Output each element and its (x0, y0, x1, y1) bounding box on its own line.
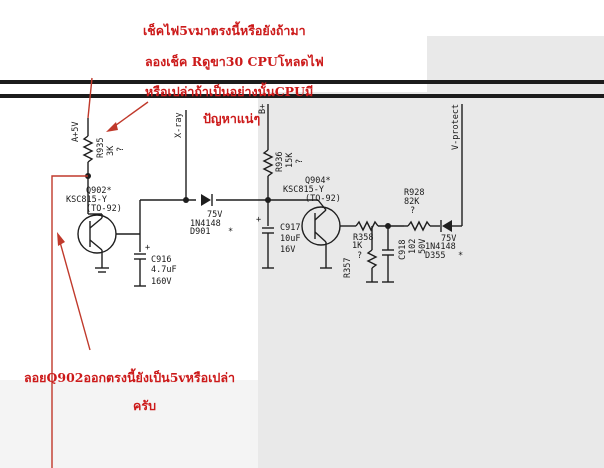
q902-ref: Q902* (86, 186, 112, 196)
bplus-label: B+ (258, 104, 268, 114)
annotation-leader-top (87, 77, 93, 119)
r936-ref: R936 (275, 152, 285, 172)
r928-resistor (407, 220, 431, 232)
d355-volt: 75V (441, 234, 456, 244)
d355-ref: D355 (425, 251, 445, 261)
r936-resistor (262, 149, 274, 177)
vprotect-label: V-protect (451, 104, 461, 150)
d901-part: 1N4148 (190, 219, 221, 229)
d355-part: 1N4148 (425, 242, 456, 252)
r935-note: ? (116, 147, 126, 152)
c916-plus: + (145, 243, 150, 253)
d901-ref: D901 (190, 227, 210, 237)
c916-voltage: 160V (151, 277, 171, 287)
c918-ref: C918 (398, 240, 408, 260)
r357-ref: R357 (343, 258, 353, 278)
r935-resistor (82, 135, 94, 163)
r928-value: 82K (404, 197, 420, 207)
annotation-arrowhead-bottom (57, 232, 65, 246)
annotation-test-line (51, 175, 88, 468)
q902-part: KSC815-Y (66, 195, 107, 205)
note-top-line2: ลองเช็ค Rดูขา30 CPUโหลดไฟ (145, 54, 324, 70)
d355-diode (442, 220, 452, 232)
r358-ref: R358 (353, 233, 373, 243)
annotation-arrowhead-top (106, 122, 118, 132)
shaded-panel (258, 92, 604, 468)
note-top-line3: หรือเปล่าถ้าเป็นอย่างนั้นCPUมี (145, 82, 313, 99)
r357-resistor (366, 249, 378, 269)
d355-star: * (458, 251, 463, 261)
r357-value: 1K (352, 241, 363, 251)
c916-ref: C916 (151, 255, 171, 265)
c918-value: 102 (408, 239, 418, 254)
q902-emitter (89, 239, 103, 251)
r928-note: ? (410, 206, 415, 216)
q904-collector (314, 209, 327, 221)
r936-value: 15K (285, 152, 295, 168)
q904-emitter (314, 231, 327, 243)
r935-ref: R935 (96, 138, 106, 158)
r358-resistor (355, 220, 379, 232)
q904-ref: Q904* (305, 176, 331, 186)
d901-diode (201, 194, 211, 206)
note-bottom-line2: ครับ (133, 398, 156, 413)
c917-voltage: 16V (280, 245, 295, 255)
note-top-line1: เช็คไฟ5vมาตรงนี้หรือยังถ้ามา (143, 21, 306, 38)
c917-ref: C917 (280, 223, 300, 233)
note-bottom-line1: ลอยQ902ออกตรงนี้ยังเป็น5vหรือเปล่า (24, 368, 235, 385)
note-top-line4: ปัญหาแน่ๆ (203, 111, 260, 126)
q902-transistor (77, 214, 117, 254)
r935-value: 3K (106, 145, 116, 156)
d901-star: * (228, 227, 233, 237)
xray-label: X-ray (174, 112, 184, 138)
r357-note: ? (357, 251, 362, 261)
c917-plus: + (256, 215, 261, 225)
c916-value: 4.7uF (151, 265, 177, 275)
q904-collector-lead (317, 199, 327, 211)
q904-pkg: (TO-92) (305, 194, 341, 204)
r928-ref: R928 (404, 188, 424, 198)
annotation-arrow-bottom (59, 241, 91, 351)
supply-label: A+5V (71, 122, 81, 142)
r936-note: ? (295, 159, 305, 164)
q902-collector (89, 217, 103, 229)
c917-value: 10uF (280, 234, 300, 244)
annotation-arrow-top (111, 101, 149, 129)
q902-pkg: (TO-92) (86, 204, 122, 214)
d901-volt: 75V (207, 210, 222, 220)
q904-part: KSC815-Y (283, 185, 324, 195)
c918-voltage: 50V (418, 239, 428, 254)
shaded-panel-bottom (0, 380, 258, 468)
